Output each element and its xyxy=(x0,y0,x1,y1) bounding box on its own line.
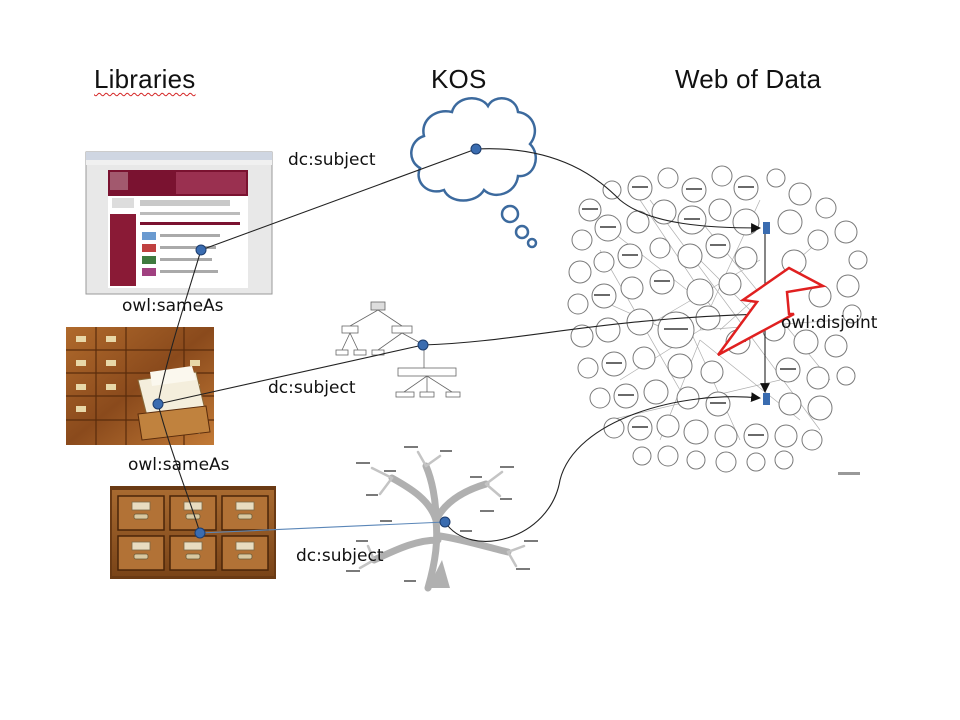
owl-disjoint-label: owl:disjoint xyxy=(781,313,878,333)
kos-tree-node xyxy=(439,516,451,528)
kos-hierarchy-node xyxy=(417,339,429,351)
card-catalog-drawers-image xyxy=(110,486,276,579)
kos-cloud-image xyxy=(410,97,538,249)
drawers-node xyxy=(194,527,206,539)
libraries-header: Libraries xyxy=(94,64,196,94)
kos-hierarchy-image xyxy=(335,301,461,398)
kos-cloud-node xyxy=(470,143,482,155)
disjoint-lightning-icon xyxy=(716,266,827,357)
dc-subject-label-bottom: dc:subject xyxy=(296,546,384,566)
sameas-edge-2 xyxy=(157,403,201,534)
dc-subject-edge-3 xyxy=(199,521,446,534)
web-node-markers xyxy=(763,222,770,405)
linked-data-cloud-image xyxy=(566,165,868,478)
web-node-top xyxy=(763,222,770,234)
dc-subject-label-top: dc:subject xyxy=(288,150,376,170)
owl-sameas-label-2: owl:sameAs xyxy=(128,455,230,475)
web-of-data-header: Web of Data xyxy=(675,64,822,94)
card-catalog-node xyxy=(152,398,164,410)
kos-header: KOS xyxy=(431,64,487,94)
node-dots xyxy=(152,143,482,539)
dc-subject-edge-2 xyxy=(157,344,424,405)
sameas-edge-1 xyxy=(157,249,202,405)
web-node-bottom xyxy=(763,393,770,405)
library-website-node xyxy=(195,244,207,256)
card-catalog-open-image xyxy=(66,327,214,445)
kos-to-web-edge-1 xyxy=(475,148,761,233)
kos-tree-image xyxy=(346,446,538,592)
dc-subject-label-mid: dc:subject xyxy=(268,378,356,398)
kos-to-web-edge-2 xyxy=(422,313,766,346)
owl-sameas-label-1: owl:sameAs xyxy=(122,296,224,316)
library-website-image xyxy=(85,151,273,295)
dc-subject-edge-1 xyxy=(200,148,477,251)
connectors xyxy=(157,148,770,542)
kos-to-web-edge-3 xyxy=(444,392,761,542)
